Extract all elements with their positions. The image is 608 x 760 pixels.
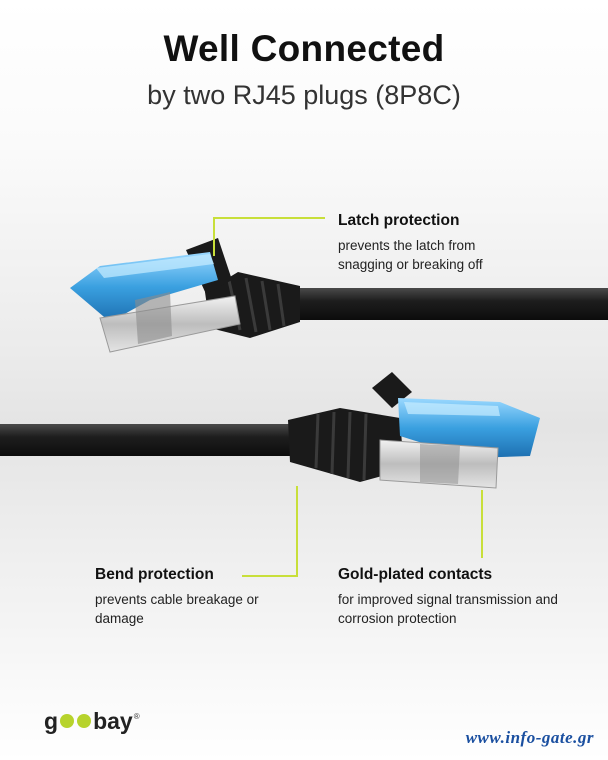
logo-dot-icon [77,714,92,728]
bottom-cable [0,424,290,456]
gold-plated-contacts-callout: Gold-plated contacts for improved signal… [338,566,568,628]
goobay-logo: g bay ® [44,708,140,734]
bend-protection-title: Bend protection [95,566,214,583]
logo-bay: bay [93,707,133,734]
latch-protection-callout: Latch protection prevents the latch from… [338,212,528,274]
watermark-url: www.info-gate.gr [465,728,594,747]
gold-plated-contacts-title: Gold-plated contacts [338,566,493,583]
bottom-rj45-plug [0,372,540,489]
logo-g: g [44,707,59,734]
bottom-strain-relief [288,408,404,482]
bend-protection-callout: Bend protection prevents cable breakage … [95,566,275,628]
latch-protection-description: prevents the latch from snagging or brea… [338,238,483,272]
top-rj45-plug [70,238,608,353]
bend-callout-line [242,486,298,577]
subheadline: by two RJ45 plugs (8P8C) [147,80,461,110]
logo-dot-icon [60,714,75,728]
latch-protection-title: Latch protection [338,212,460,229]
latch-callout-line [213,217,325,256]
headline: Well Connected [163,28,445,69]
top-cable [300,288,608,320]
callout-lines [213,217,483,577]
registered-mark: ® [133,712,140,721]
gold-plated-contacts-description: for improved signal transmission and cor… [338,592,558,626]
bend-protection-description: prevents cable breakage or damage [95,592,259,626]
